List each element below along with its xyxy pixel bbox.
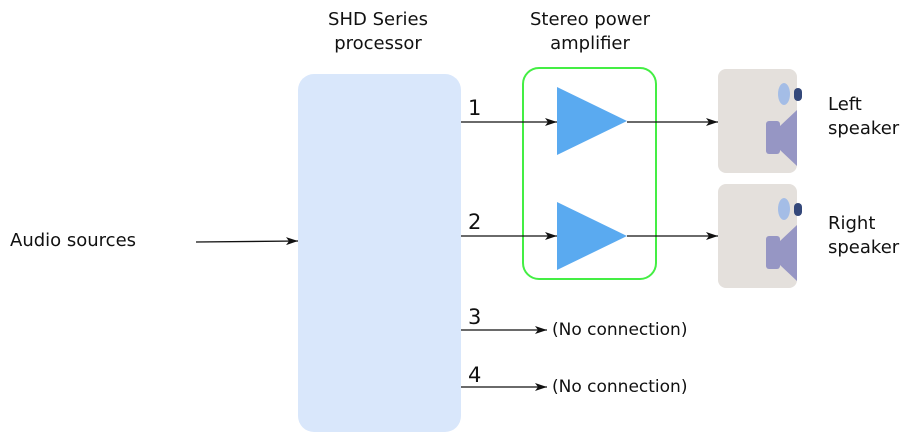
- right-speaker-icon: [718, 184, 802, 288]
- processor-block: [298, 74, 461, 432]
- input-arrow: [195, 237, 299, 246]
- output-4-destination: (No connection): [552, 377, 688, 397]
- output-3-destination: (No connection): [552, 320, 688, 340]
- amplifier-triangle-1: [557, 87, 627, 155]
- processor-title-line2: processor: [334, 33, 422, 54]
- right-speaker-label: Right speaker: [828, 212, 899, 260]
- processor-title: SHD Series processor: [298, 8, 458, 56]
- output-number-1: 1: [468, 96, 482, 120]
- amplifier-title: Stereo power amplifier: [500, 8, 680, 56]
- left-speaker-label-line2: speaker: [828, 118, 900, 139]
- left-speaker-label-line1: Left: [828, 94, 862, 115]
- output-number-2: 2: [468, 210, 482, 234]
- left-speaker-label: Left speaker: [828, 93, 899, 141]
- amplifier-triangle-2: [557, 202, 627, 270]
- amplifier-title-line1: Stereo power: [529, 9, 650, 30]
- amplifier-box: [522, 67, 657, 280]
- left-speaker-icon: [718, 69, 802, 173]
- output-number-3: 3: [468, 305, 482, 329]
- processor-title-line1: SHD Series: [328, 9, 428, 30]
- amplifier-title-line2: amplifier: [550, 33, 630, 54]
- input-label: Audio sources: [10, 230, 137, 251]
- output-number-4: 4: [468, 363, 482, 387]
- right-speaker-label-line2: speaker: [828, 237, 900, 258]
- right-speaker-label-line1: Right: [828, 213, 876, 234]
